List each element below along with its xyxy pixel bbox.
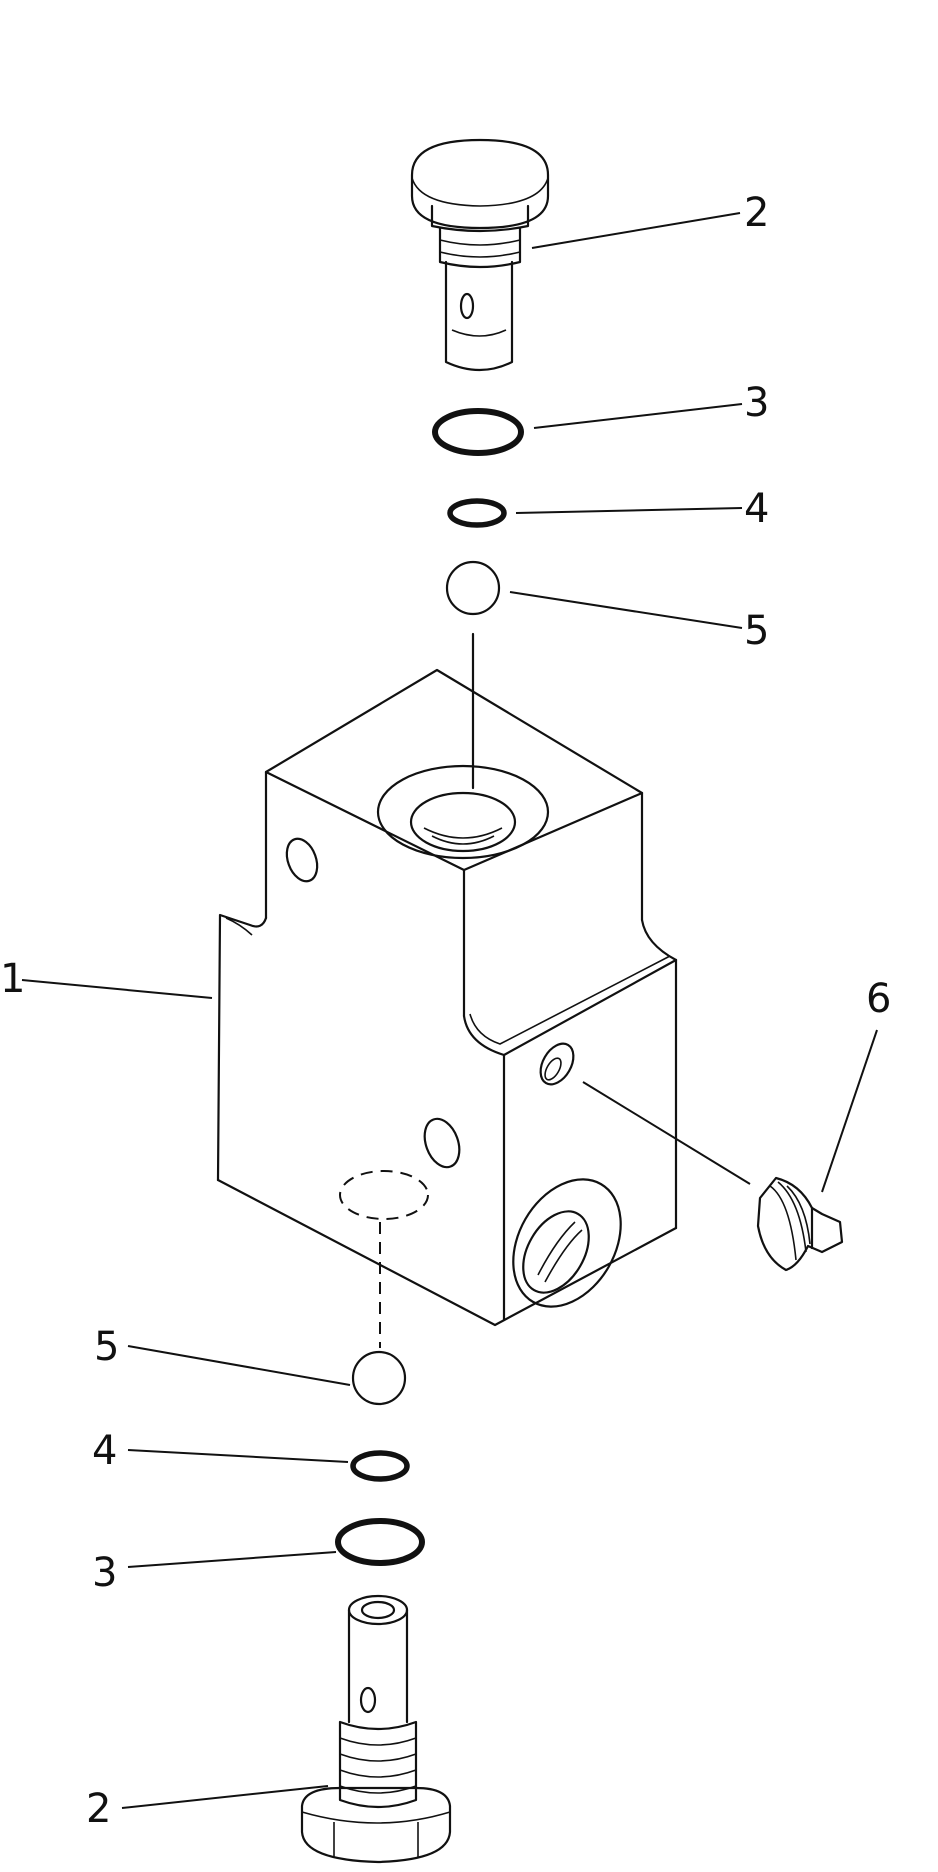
top-ball [445, 560, 501, 616]
callout-body-1: 1 [0, 956, 25, 1002]
callout-plug-6: 6 [866, 976, 891, 1022]
top-o-ring-large [432, 408, 524, 456]
bottom-ball [351, 1350, 407, 1406]
bottom-o-ring-large [335, 1518, 425, 1566]
callout-bottom-2: 2 [86, 1786, 111, 1832]
callout-bottom-4: 4 [92, 1428, 117, 1474]
callout-top-3: 3 [744, 380, 769, 426]
callout-bottom-5: 5 [94, 1324, 119, 1370]
callout-bottom-3: 3 [92, 1550, 117, 1596]
callout-top-5: 5 [744, 608, 769, 654]
callout-top-2: 2 [744, 190, 769, 236]
bottom-plug-part [300, 1594, 452, 1864]
bottom-o-ring-small [350, 1450, 410, 1482]
top-o-ring-small [447, 498, 507, 528]
valve-body-part [216, 668, 678, 1327]
callout-top-4: 4 [744, 486, 769, 532]
plug-6-part [756, 1176, 844, 1272]
top-plug-part [410, 138, 550, 372]
